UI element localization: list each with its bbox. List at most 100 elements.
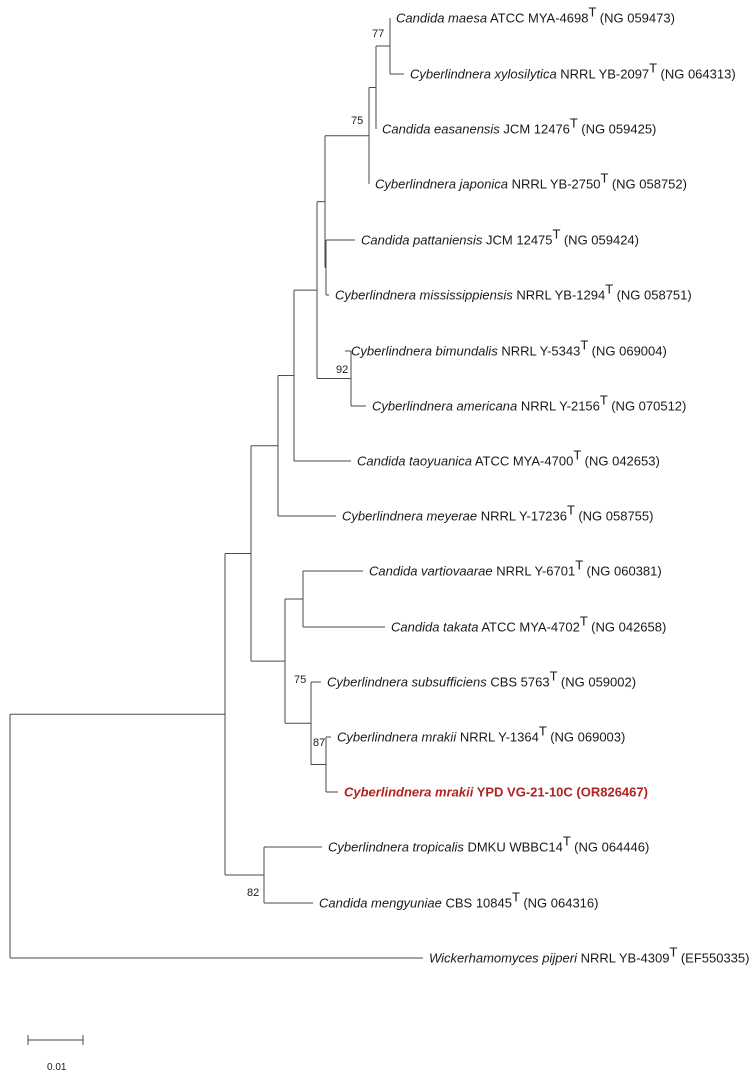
type-strain-marker: T [512, 890, 520, 905]
type-strain-marker: T [588, 5, 596, 20]
taxon-label-japonica: Cyberlindnera japonica NRRL YB-2750T (NG… [375, 171, 687, 192]
strain-id: ATCC MYA-4698 [487, 11, 588, 26]
scale-bar: 0.01 [27, 1035, 84, 1073]
type-strain-marker: T [600, 171, 608, 186]
taxon-label-maesa: Candida maesa ATCC MYA-4698T (NG 059473) [396, 5, 675, 26]
strain-id: JCM 12476 [500, 122, 570, 137]
accession-number: (NG 058755) [575, 509, 654, 524]
strain-id: DMKU WBBC14 [464, 840, 563, 855]
taxon-label-takata: Candida takata ATCC MYA-4702T (NG 042658… [391, 614, 666, 635]
type-strain-marker: T [539, 724, 547, 739]
taxon-label-xylosilytica: Cyberlindnera xylosilytica NRRL YB-2097T… [410, 61, 736, 82]
bootstrap-value-n_subs_mrakii: 75 [294, 674, 306, 686]
type-strain-marker: T [550, 669, 558, 684]
accession-number: (OR826467) [573, 785, 648, 800]
accession-number: (NG 060381) [583, 564, 662, 579]
species-name: Candida easanensis [382, 122, 500, 137]
species-name: Cyberlindnera bimundalis [351, 344, 498, 359]
taxon-label-pijperi: Wickerhamomyces pijperi NRRL YB-4309T (E… [429, 945, 749, 966]
species-name: Wickerhamomyces pijperi [429, 951, 578, 966]
strain-id: NRRL YB-2097 [557, 67, 650, 82]
species-name: Cyberlindnera mrakii [337, 730, 457, 745]
taxon-label-mrakii_ref: Cyberlindnera mrakii NRRL Y-1364T (NG 06… [337, 724, 625, 745]
taxon-label-bimundalis: Cyberlindnera bimundalis NRRL Y-5343T (N… [351, 338, 667, 359]
type-strain-marker: T [575, 558, 583, 573]
species-name: Cyberlindnera mississippiensis [335, 288, 513, 303]
strain-id: NRRL Y-1364 [456, 730, 539, 745]
accession-number: (NG 064446) [571, 840, 650, 855]
bootstrap-value-n_bim_ame: 92 [336, 364, 348, 376]
strain-id: CBS 5763 [487, 675, 550, 690]
taxon-label-mengyuniae: Candida mengyuniae CBS 10845T (NG 064316… [319, 890, 598, 911]
accession-number: (NG 058752) [608, 177, 687, 192]
type-strain-marker: T [570, 116, 578, 131]
accession-number: (NG 070512) [608, 399, 687, 414]
species-name: Candida maesa [396, 11, 487, 26]
taxon-label-vartiovaarae: Candida vartiovaarae NRRL Y-6701T (NG 06… [369, 558, 662, 579]
type-strain-marker: T [669, 945, 677, 960]
accession-number: (NG 042653) [581, 454, 660, 469]
bootstrap-support-values: 77 75 92 75 87 82 [247, 28, 384, 899]
accession-number: (NG 059473) [596, 11, 675, 26]
strain-id: CBS 10845 [442, 896, 512, 911]
bootstrap-value-n_mrakii: 87 [313, 737, 325, 749]
strain-id: NRRL YB-1294 [513, 288, 606, 303]
taxon-label-meyerae: Cyberlindnera meyerae NRRL Y-17236T (NG … [342, 503, 653, 524]
species-name: Candida mengyuniae [319, 896, 442, 911]
strain-id: ATCC MYA-4702 [478, 620, 579, 635]
taxon-label-tropicalis: Cyberlindnera tropicalis DMKU WBBC14T (N… [328, 834, 649, 855]
strain-id: ATCC MYA-4700 [472, 454, 573, 469]
strain-id: NRRL Y-2156 [517, 399, 600, 414]
species-name: Candida pattaniensis [361, 233, 483, 248]
species-name: Cyberlindnera xylosilytica [410, 67, 557, 82]
species-name: Cyberlindnera americana [372, 399, 517, 414]
species-name: Cyberlindnera japonica [375, 177, 508, 192]
species-name: Candida taoyuanica [357, 454, 472, 469]
type-strain-marker: T [567, 503, 575, 518]
taxon-label-easanensis: Candida easanensis JCM 12476T (NG 059425… [382, 116, 656, 137]
strain-id: NRRL Y-6701 [493, 564, 576, 579]
type-strain-marker: T [573, 448, 581, 463]
bootstrap-value-n_easanensis: 75 [351, 115, 363, 127]
accession-number: (NG 059002) [557, 675, 636, 690]
scale-bar-label: 0.01 [47, 1062, 67, 1073]
taxon-label-taoyuanica: Candida taoyuanica ATCC MYA-4700T (NG 04… [357, 448, 660, 469]
taxon-label-mississippiensis: Cyberlindnera mississippiensis NRRL YB-1… [335, 282, 692, 303]
species-name: Cyberlindnera subsufficiens [327, 675, 487, 690]
type-strain-marker: T [600, 393, 608, 408]
strain-id: NRRL Y-17236 [477, 509, 567, 524]
taxon-label-subsufficiens: Cyberlindnera subsufficiens CBS 5763T (N… [327, 669, 636, 690]
type-strain-marker: T [553, 227, 561, 242]
accession-number: (NG 069003) [547, 730, 626, 745]
species-name: Cyberlindnera meyerae [342, 509, 477, 524]
type-strain-marker: T [605, 282, 613, 297]
accession-number: (EF550335) [677, 951, 749, 966]
type-strain-marker: T [649, 61, 657, 76]
type-strain-marker: T [580, 614, 588, 629]
accession-number: (NG 058751) [613, 288, 692, 303]
taxon-label-pattaniensis: Candida pattaniensis JCM 12475T (NG 0594… [361, 227, 639, 248]
bootstrap-value-n_maesa_xylo: 77 [372, 28, 384, 40]
species-name: Candida vartiovaarae [369, 564, 493, 579]
type-strain-marker: T [580, 338, 588, 353]
accession-number: (NG 064316) [520, 896, 599, 911]
bootstrap-value-n_trop_meng: 82 [247, 887, 259, 899]
accession-number: (NG 069004) [588, 344, 667, 359]
taxon-labels: Candida maesa ATCC MYA-4698T (NG 059473)… [319, 5, 749, 966]
species-name: Candida takata [391, 620, 478, 635]
accession-number: (NG 059425) [578, 122, 657, 137]
accession-number: (NG 042658) [588, 620, 667, 635]
type-strain-marker: T [563, 834, 571, 849]
strain-id: NRRL YB-4309 [577, 951, 670, 966]
species-name: Cyberlindnera tropicalis [328, 840, 464, 855]
strain-id: NRRL YB-2750 [508, 177, 601, 192]
strain-id: YPD VG-21-10C [473, 785, 573, 800]
strain-id: NRRL Y-5343 [498, 344, 581, 359]
taxon-label-mrakii_query: Cyberlindnera mrakii YPD VG-21-10C (OR82… [344, 785, 648, 800]
tree-branches [9, 18, 423, 959]
strain-id: JCM 12475 [482, 233, 552, 248]
taxon-label-americana: Cyberlindnera americana NRRL Y-2156T (NG… [372, 393, 686, 414]
accession-number: (NG 059424) [560, 233, 639, 248]
accession-number: (NG 064313) [657, 67, 736, 82]
